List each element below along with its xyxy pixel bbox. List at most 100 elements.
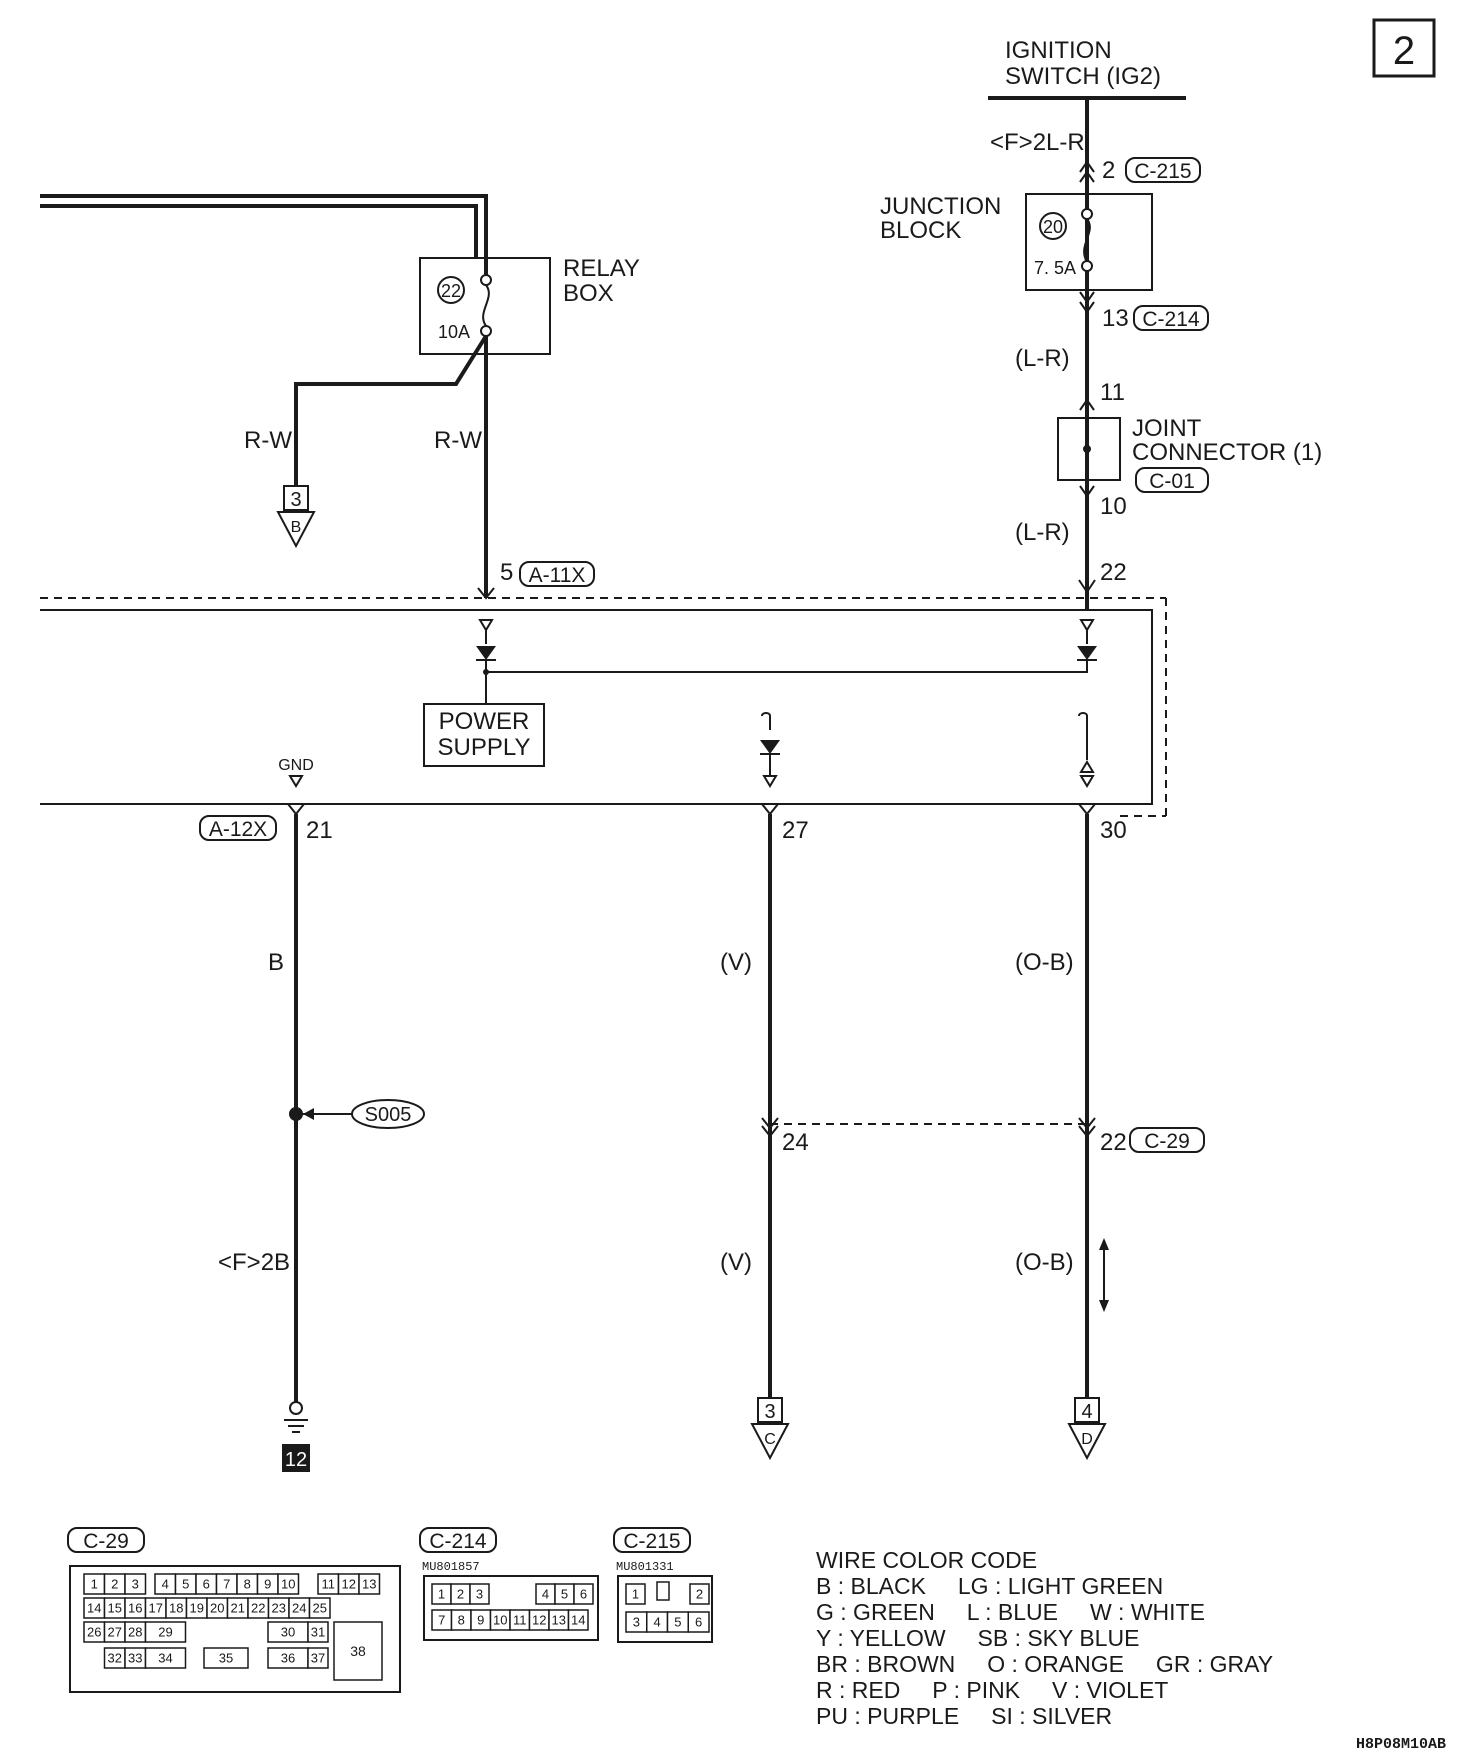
c214-pin-6-box	[573, 1583, 594, 1605]
svg-text:3: 3	[290, 489, 301, 511]
svg-text:A-12X: A-12X	[209, 818, 267, 841]
c29-pin-38-box	[333, 1621, 383, 1681]
c214-pin-5-label: 5	[561, 1587, 568, 1602]
wire-label-jc-out: (L-R)	[1015, 519, 1070, 546]
c29-pin-37-label: 37	[311, 1651, 325, 1666]
c29-pin-18-label: 18	[169, 1601, 183, 1616]
wire-color-code-legend: WIRE COLOR CODE B : BLACK LG : LIGHT GRE…	[816, 1547, 1273, 1729]
svg-text:7. 5A: 7. 5A	[1034, 258, 1076, 278]
svg-text:22: 22	[1100, 559, 1127, 586]
svg-text:4: 4	[1081, 1401, 1092, 1423]
ground-symbol: 12	[282, 1401, 310, 1472]
c29-pin-38-label: 38	[350, 1643, 366, 1659]
ecu-output-circuits: GND	[278, 712, 1095, 788]
c29-pin-27-label: 27	[108, 1625, 122, 1640]
c29-pin-13-label: 13	[362, 1577, 376, 1592]
c29-pin-21-label: 21	[231, 1601, 245, 1616]
svg-text:22: 22	[1100, 1129, 1127, 1156]
svg-text:13: 13	[1102, 305, 1129, 332]
svg-text:Y : YELLOW SB : SKY BLUE: Y : YELLOW SB : SKY BLUE	[816, 1625, 1139, 1651]
c215-pin-2-box	[689, 1583, 710, 1605]
svg-text:RELAY: RELAY	[563, 255, 640, 282]
relay-box: 22 10A RELAY BOX	[419, 255, 640, 355]
c214-pin-10-label: 10	[493, 1613, 507, 1628]
splice-s005: S005	[303, 1099, 425, 1129]
svg-text:SUPPLY: SUPPLY	[438, 734, 531, 761]
c29-pin-31-box	[307, 1621, 329, 1643]
svg-text:C: C	[764, 1431, 776, 1448]
svg-text:22: 22	[441, 281, 461, 301]
c29-pin-5-label: 5	[182, 1577, 189, 1592]
c29-pin-29-box	[144, 1621, 187, 1643]
svg-text:<F>2B: <F>2B	[218, 1249, 290, 1276]
c29-pin-20-label: 20	[210, 1601, 224, 1616]
svg-text:2: 2	[1393, 29, 1415, 73]
c29-pin-2-label: 2	[111, 1577, 118, 1592]
c29-pin-6-label: 6	[203, 1577, 210, 1592]
c29-pin-25-label: 25	[313, 1601, 327, 1616]
svg-text:C-29: C-29	[1144, 1130, 1190, 1153]
c29-pin-14-label: 14	[87, 1601, 101, 1616]
c29-pin-11-label: 11	[322, 1577, 336, 1592]
c29-pin-34-label: 34	[158, 1651, 172, 1666]
c29-pin-25-box	[308, 1597, 331, 1619]
c29-pin-36-label: 36	[281, 1651, 295, 1666]
c29-pin-32-label: 32	[108, 1651, 122, 1666]
svg-text:CONNECTOR (1): CONNECTOR (1)	[1132, 439, 1322, 466]
c214-pin-9-label: 9	[477, 1613, 484, 1628]
c29-pin-17-label: 17	[149, 1601, 163, 1616]
svg-text:R-W: R-W	[244, 427, 292, 454]
c29-pin-34-box	[144, 1647, 187, 1669]
svg-text:SWITCH (IG2): SWITCH (IG2)	[1005, 63, 1161, 90]
connector-tag-c214: C-214	[1133, 305, 1209, 331]
svg-text:(V): (V)	[720, 1249, 752, 1276]
svg-text:R : RED P : PINK V : V: R : RED P : PINK V : VIOLET	[816, 1677, 1168, 1703]
c29-pin-7-label: 7	[223, 1577, 230, 1592]
c29-pin-31-label: 31	[311, 1625, 325, 1640]
ref-arrow-orange-black: 4 D	[1067, 1397, 1107, 1461]
c215-pin-4-label: 4	[654, 1615, 661, 1630]
c214-pin-1-label: 1	[438, 1587, 445, 1602]
connector-tag-a11x: A-11X	[519, 561, 595, 587]
c29-pin-19-label: 19	[190, 1601, 204, 1616]
c215-pin-5-label: 5	[674, 1615, 681, 1630]
svg-text:24: 24	[782, 1129, 809, 1156]
c29-pin-9-label: 9	[264, 1577, 271, 1592]
svg-text:27: 27	[782, 817, 809, 844]
svg-text:11: 11	[1100, 379, 1125, 406]
ignition-switch: IGNITION SWITCH (IG2)	[988, 37, 1186, 100]
c215-pin-2-label: 2	[696, 1587, 703, 1602]
c215-pin-6-box	[687, 1611, 710, 1633]
ecu-box	[40, 597, 1167, 817]
figure-code: H8P08M10AB	[1356, 1736, 1446, 1753]
relay-left-wire	[294, 334, 488, 486]
wire-label-ign: <F>2L-R	[990, 129, 1085, 156]
c29-pin-28-label: 28	[128, 1625, 142, 1640]
svg-text:B: B	[291, 519, 302, 536]
svg-text:10A: 10A	[438, 322, 470, 342]
c214-pin-8-label: 8	[458, 1613, 465, 1628]
svg-text:21: 21	[306, 817, 333, 844]
c214-pin-11-label: 11	[513, 1613, 527, 1628]
c214-pin-3-label: 3	[476, 1587, 483, 1602]
svg-text:30: 30	[1100, 817, 1127, 844]
svg-text:JOINT: JOINT	[1132, 415, 1202, 442]
c29-pin-37-box	[307, 1647, 329, 1669]
wire-label-jb-out: (L-R)	[1015, 345, 1070, 372]
svg-text:C-29: C-29	[83, 1530, 129, 1553]
svg-text:5: 5	[500, 559, 513, 586]
top-harness-lines	[40, 194, 488, 276]
svg-text:C-214: C-214	[1142, 308, 1200, 331]
c29-pin-23-label: 23	[272, 1601, 286, 1616]
c29-pin-1-label: 1	[91, 1577, 98, 1592]
c29-pin-10-label: 10	[281, 1577, 295, 1592]
svg-text:(O-B): (O-B)	[1015, 949, 1074, 976]
c215-key-box	[656, 1581, 670, 1601]
svg-text:20: 20	[1043, 217, 1063, 237]
page-number-box: 2	[1372, 18, 1436, 78]
c29-pin-12-label: 12	[342, 1577, 356, 1592]
